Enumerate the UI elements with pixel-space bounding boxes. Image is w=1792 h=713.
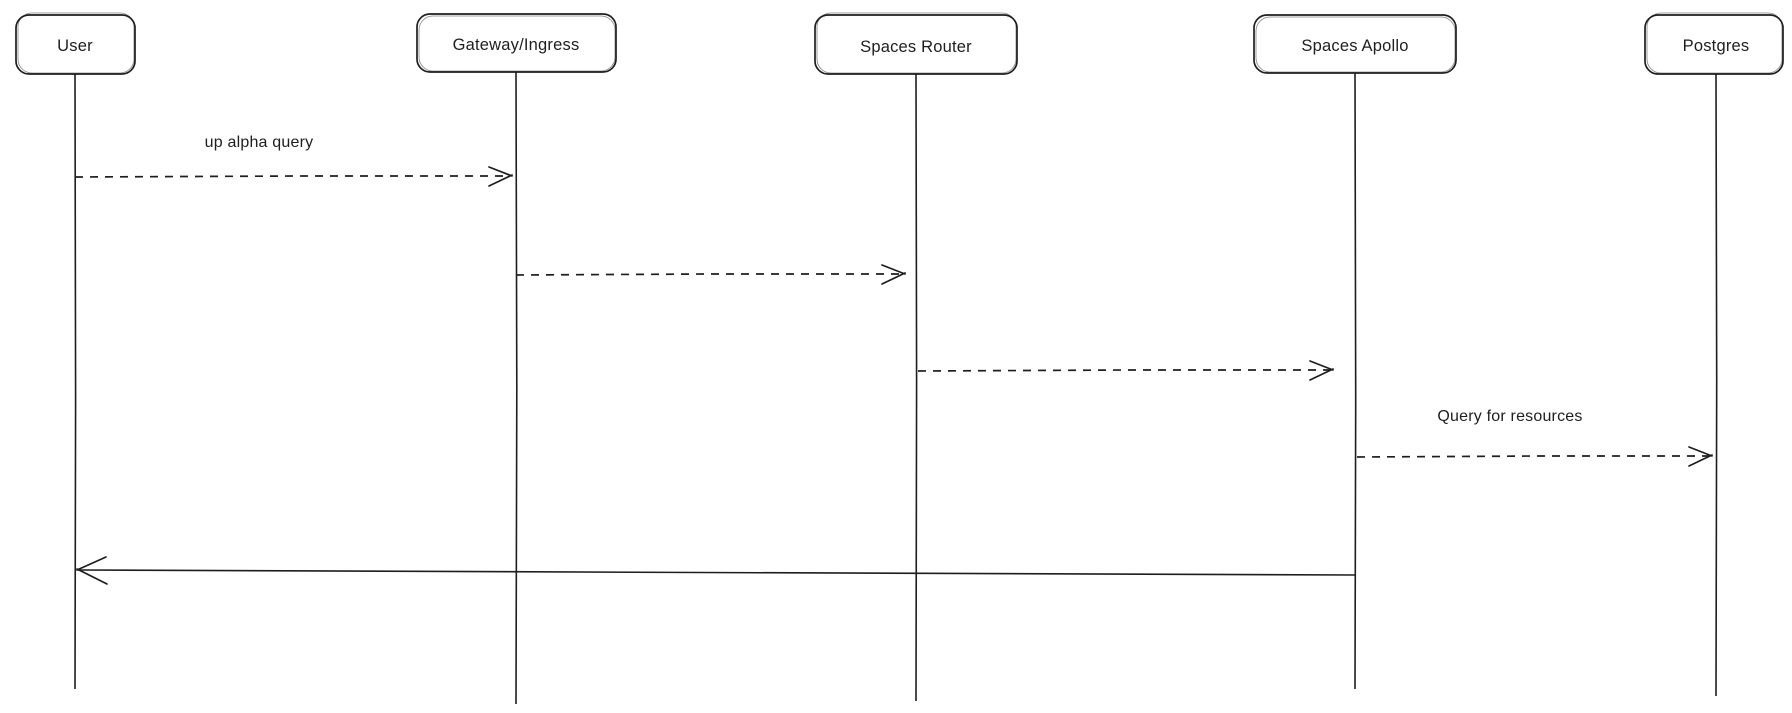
arrowhead-right-3: [1309, 360, 1334, 381]
message-line-apollo-to-postgres: [1356, 455, 1710, 458]
actor-postgres: Postgres: [1644, 12, 1784, 75]
message-line-router-to-apollo: [917, 369, 1331, 372]
arrowhead-left-5: [76, 556, 108, 585]
actor-box-gateway-ingress: [416, 13, 617, 73]
message-label-up-alpha-query: up alpha query: [205, 134, 314, 151]
actor-gateway-ingress: Gateway/Ingress: [416, 13, 617, 73]
message-label-query-for-resources: Query for resources: [1437, 408, 1582, 425]
actor-box-user: [15, 14, 136, 75]
arrowhead-right-4: [1688, 446, 1713, 467]
lifeline-user: [74, 73, 77, 690]
actor-label-postgres: Postgres: [1683, 37, 1750, 55]
arrowhead-right-1: [488, 166, 513, 187]
actor-box-spaces-apollo-echo: [1255, 16, 1456, 73]
actor-spaces-router: Spaces Router: [814, 12, 1018, 75]
lifeline-spaces-router: [915, 73, 918, 702]
lifeline-postgres: [1715, 73, 1718, 697]
arrowhead-right-2: [881, 264, 906, 285]
actor-box-spaces-apollo: [1253, 14, 1457, 74]
message-gateway-to-router: [515, 264, 906, 285]
lifeline-gateway-ingress: [515, 71, 518, 705]
message-apollo-to-user-return: [76, 556, 1356, 585]
actor-label-spaces-router: Spaces Router: [860, 38, 972, 56]
message-line-gateway-to-router: [515, 273, 903, 276]
message-router-to-apollo: [917, 360, 1334, 381]
actor-box-postgres: [1644, 14, 1784, 75]
actor-spaces-apollo: Spaces Apollo: [1253, 14, 1457, 74]
message-apollo-to-postgres: Query for resources: [1356, 408, 1713, 467]
actor-box-spaces-router: [814, 14, 1018, 75]
actor-user: User: [15, 12, 136, 75]
message-user-to-gateway: up alpha query: [74, 134, 513, 187]
actor-box-spaces-router-echo: [816, 12, 1017, 74]
message-line-apollo-to-user: [77, 569, 1356, 576]
actor-box-postgres-echo: [1646, 12, 1783, 74]
actor-label-user: User: [57, 37, 93, 55]
message-line-user-to-gateway: [74, 175, 510, 178]
actor-label-gateway-ingress: Gateway/Ingress: [453, 36, 580, 54]
actor-label-spaces-apollo: Spaces Apollo: [1301, 37, 1408, 55]
actor-box-user-echo: [17, 12, 135, 74]
actor-box-gateway-ingress-echo: [418, 15, 616, 72]
lifeline-spaces-apollo: [1354, 72, 1357, 690]
